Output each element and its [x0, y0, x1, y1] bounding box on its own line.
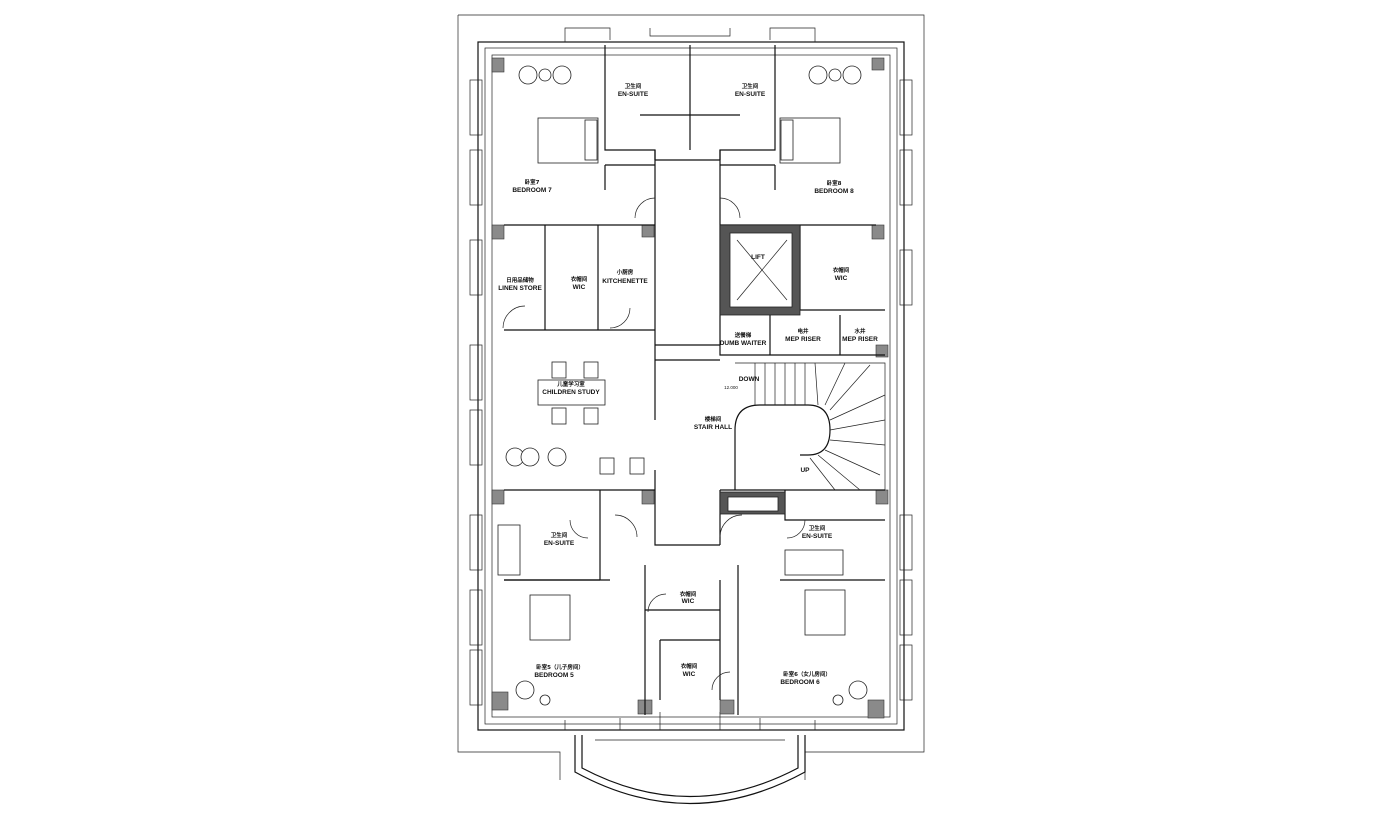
label-ensuite-8: EN-SUITE — [735, 91, 766, 98]
label-wic-6: WIC — [683, 671, 696, 678]
label-wic-5-cn: 衣帽间 — [680, 590, 697, 598]
label-ensuite-5: EN-SUITE — [544, 540, 575, 547]
label-children-study: CHILDREN STUDY — [542, 389, 600, 396]
label-lift: LIFT — [751, 254, 765, 261]
label-bedroom-7-cn: 卧室7 — [525, 178, 540, 186]
label-ensuite-6-cn: 卫生间 — [809, 524, 826, 532]
room-labels: 卫生间 EN-SUITE 卫生间 EN-SUITE 卧室7 BEDROOM 7 … — [498, 82, 878, 686]
label-dumb-waiter: DUMB WAITER — [720, 340, 767, 347]
label-stair-hall: STAIR HALL — [694, 424, 732, 431]
label-wic-left: WIC — [573, 284, 586, 291]
balcony — [574, 735, 806, 805]
label-dumb-waiter-cn: 送餐梯 — [734, 331, 752, 339]
label-stair-hall-cn: 楼梯间 — [705, 415, 722, 423]
label-mep-riser-1-cn: 电井 — [797, 327, 809, 335]
label-bedroom-6-cn: 卧室6（女儿房间） — [783, 670, 831, 678]
label-mep-riser-2-cn: 水井 — [854, 327, 866, 335]
doors — [502, 197, 806, 691]
label-ensuite-7-cn: 卫生间 — [625, 82, 642, 90]
label-wic-right-cn: 衣帽间 — [833, 266, 850, 274]
label-bedroom-8-cn: 卧室8 — [827, 179, 842, 187]
label-ensuite-6: EN-SUITE — [802, 533, 833, 540]
label-wic-6-cn: 衣帽间 — [681, 662, 698, 670]
label-wic-left-cn: 衣帽间 — [571, 275, 588, 283]
label-linen-store: LINEN STORE — [498, 285, 542, 292]
label-ensuite-7: EN-SUITE — [618, 91, 649, 98]
label-bedroom-6: BEDROOM 6 — [780, 679, 820, 686]
exterior-walls — [477, 27, 905, 731]
label-wic-5: WIC — [682, 598, 695, 605]
window-bays — [469, 79, 913, 706]
label-children-study-cn: 儿童学习室 — [556, 380, 585, 388]
label-stair-up: UP — [800, 467, 810, 474]
furniture — [497, 65, 868, 706]
label-bedroom-7: BEDROOM 7 — [512, 187, 552, 194]
label-bedroom-5-cn: 卧室5（儿子房间） — [536, 663, 584, 671]
label-ensuite-5-cn: 卫生间 — [551, 531, 568, 539]
label-bedroom-8: BEDROOM 8 — [814, 188, 854, 195]
label-ensuite-8-cn: 卫生间 — [742, 82, 759, 90]
label-wic-right: WIC — [835, 275, 848, 282]
label-kitchenette-cn: 小厨房 — [617, 268, 634, 276]
label-level: 12.000 — [724, 385, 738, 390]
spiral-stair — [734, 362, 886, 491]
label-linen-store-cn: 日用品储物 — [506, 276, 534, 284]
interior-walls — [504, 45, 885, 715]
label-mep-riser-2: MEP RISER — [842, 336, 878, 343]
label-stair-down: DOWN — [739, 376, 760, 383]
label-bedroom-5: BEDROOM 5 — [534, 672, 574, 679]
label-mep-riser-1: MEP RISER — [785, 336, 821, 343]
label-kitchenette: KITCHENETTE — [602, 278, 648, 285]
columns — [491, 57, 889, 719]
